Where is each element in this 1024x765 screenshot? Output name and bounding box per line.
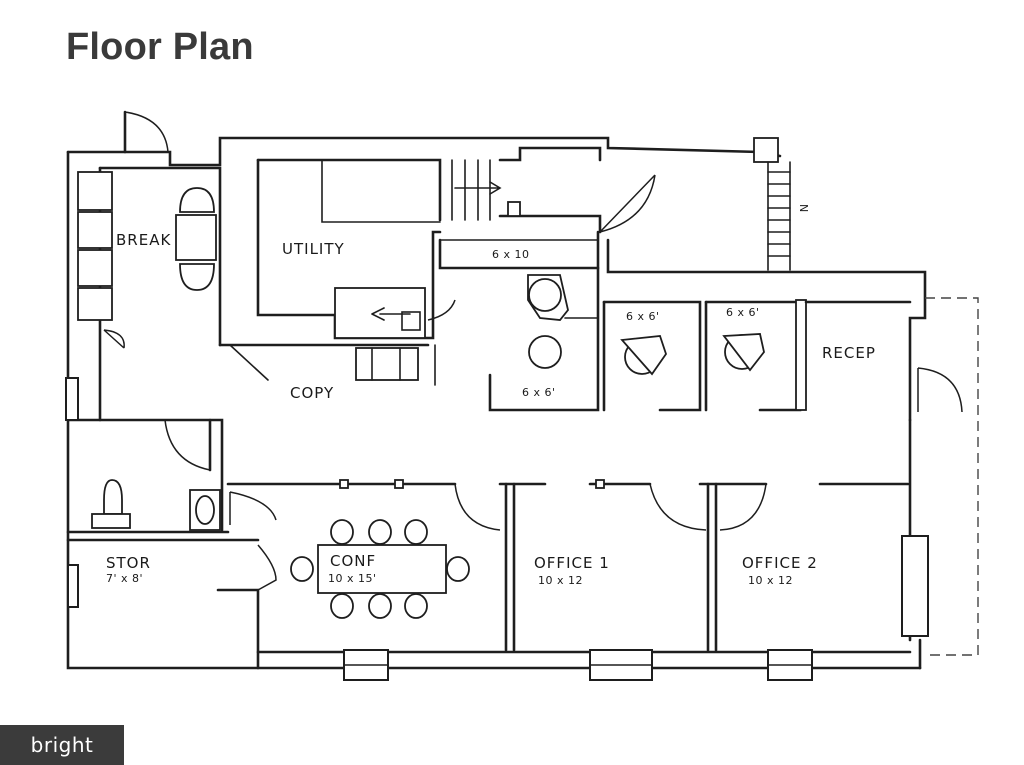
- south-offices-wall: [226, 479, 910, 531]
- cubicles: [602, 299, 807, 412]
- label-office-1-dim: 10 x 12: [538, 574, 583, 587]
- label-office-2-dim: 10 x 12: [748, 574, 793, 587]
- windows: [65, 377, 929, 681]
- break-room: [77, 166, 222, 422]
- label-conf: CONF: [330, 552, 376, 570]
- label-cube-6x6-b: 6 x 6': [626, 310, 660, 323]
- label-cube-6x10: 6 x 10: [492, 248, 530, 261]
- label-office-2: OFFICE 2: [742, 554, 818, 572]
- label-copy: COPY: [290, 384, 334, 402]
- right-column: [753, 137, 791, 271]
- label-stor-dim: 7' x 8': [106, 572, 143, 585]
- utility-room: [256, 146, 656, 340]
- label-recep: RECEP: [822, 344, 876, 362]
- storage: [66, 538, 277, 670]
- label-break: BREAK: [116, 231, 171, 249]
- label-conf-dim: 10 x 15': [328, 572, 377, 585]
- workstation-6x10: [438, 230, 600, 412]
- watermark-logo: bright: [0, 725, 124, 765]
- page-title: Floor Plan: [66, 26, 254, 68]
- label-utility: UTILITY: [282, 240, 345, 258]
- copy-area: [218, 299, 456, 386]
- label-cube-6x6-c: 6 x 6': [726, 306, 760, 319]
- entry-door: [123, 110, 169, 154]
- label-cube-6x6-a: 6 x 6': [522, 386, 556, 399]
- restroom: [66, 418, 277, 534]
- reception: [804, 300, 963, 413]
- label-stair-marker: N: [797, 204, 810, 213]
- conference-table: [290, 519, 470, 619]
- label-office-1: OFFICE 1: [534, 554, 610, 572]
- label-stor: STOR: [106, 554, 151, 572]
